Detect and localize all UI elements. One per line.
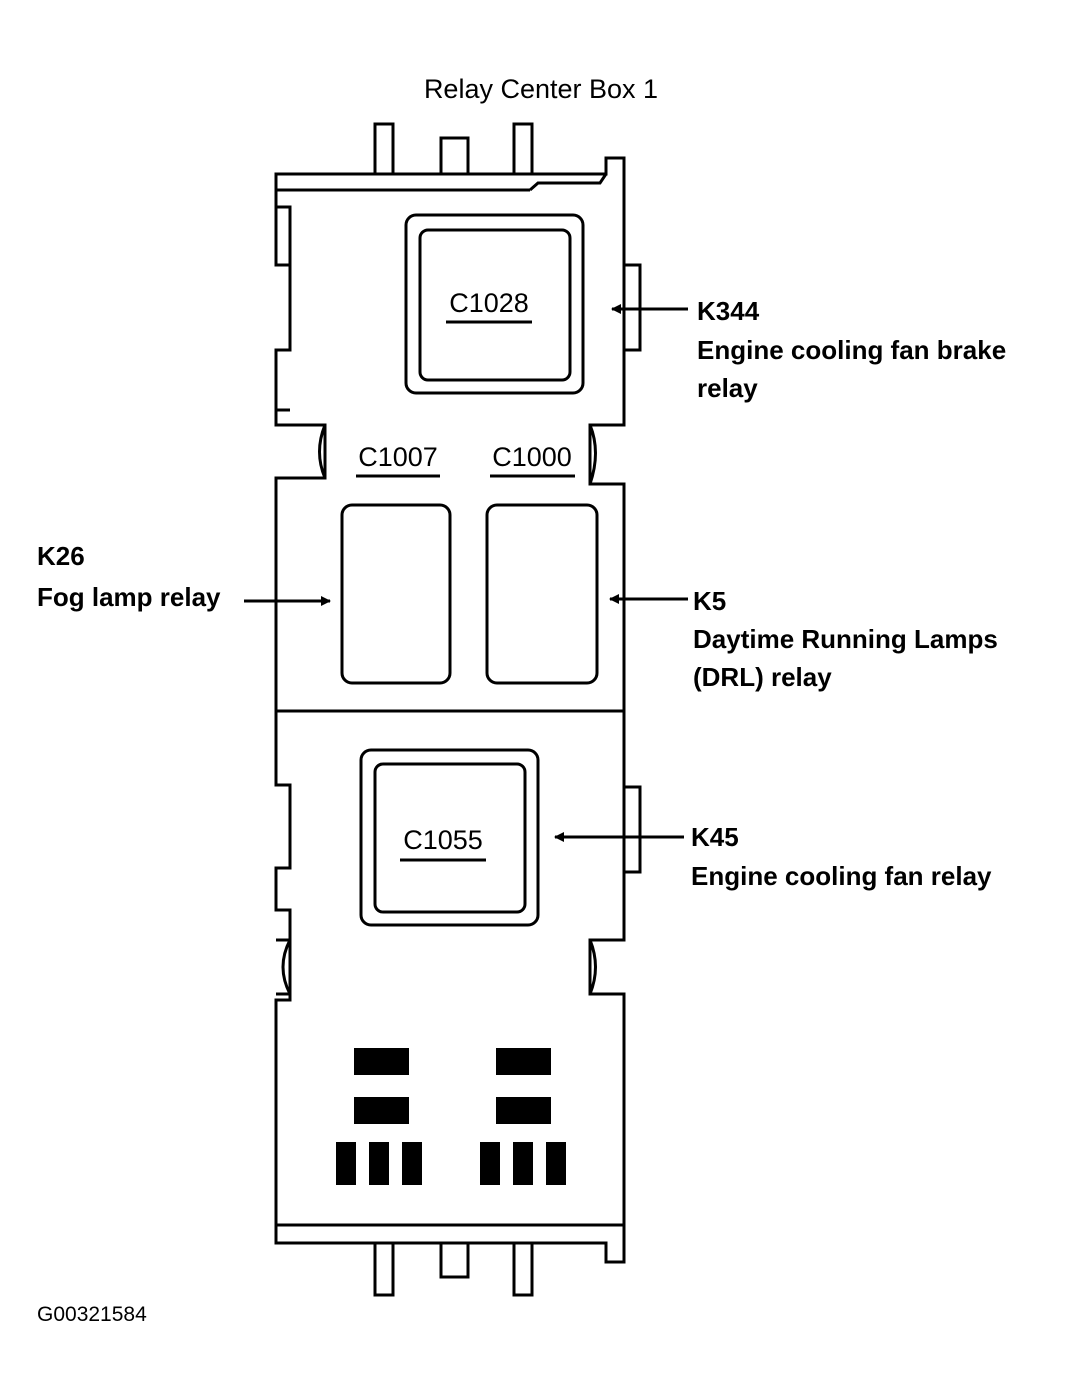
top-pins bbox=[373, 122, 534, 178]
connector-label-c1028: C1028 bbox=[449, 288, 529, 318]
diagram-title: Relay Center Box 1 bbox=[424, 74, 658, 104]
right-tabs bbox=[622, 263, 642, 874]
connector-label-c1007: C1007 bbox=[358, 442, 438, 472]
callout-k45-line1: Engine cooling fan relay bbox=[691, 861, 992, 891]
housing-details bbox=[274, 173, 624, 1227]
bottom-pins bbox=[373, 1238, 534, 1297]
relay-socket-c1000 bbox=[485, 503, 599, 685]
fuse-terminals bbox=[336, 1048, 566, 1185]
callout-k344-line2: relay bbox=[697, 373, 758, 403]
relay-socket-c1007 bbox=[340, 503, 452, 685]
callout-k5-line2: (DRL) relay bbox=[693, 662, 832, 692]
relay-socket-c1055: C1055 bbox=[359, 748, 540, 927]
relay-socket-c1028: C1028 bbox=[404, 213, 585, 395]
connector-label-c1055: C1055 bbox=[403, 825, 483, 855]
figure-id: G00321584 bbox=[37, 1303, 147, 1326]
callout-k26-code: K26 bbox=[37, 541, 85, 571]
callout-k344-line1: Engine cooling fan brake bbox=[697, 335, 1006, 365]
connector-label-c1000: C1000 bbox=[492, 442, 572, 472]
callout-k26-line1: Fog lamp relay bbox=[37, 582, 221, 612]
callout-k344-code: K344 bbox=[697, 296, 760, 326]
callout-k5-code: K5 bbox=[693, 586, 726, 616]
callout-k5-line1: Daytime Running Lamps bbox=[693, 624, 998, 654]
callout-k45-code: K45 bbox=[691, 822, 739, 852]
